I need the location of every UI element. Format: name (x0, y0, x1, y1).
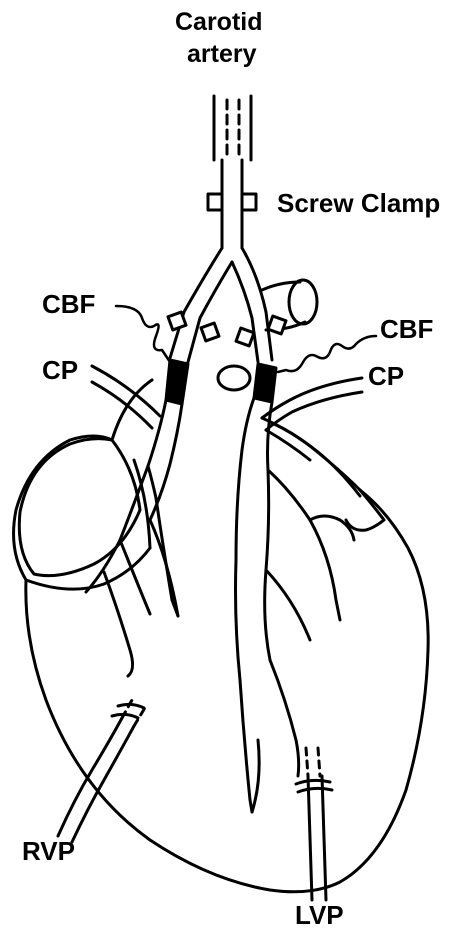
left-atrial-appendage (346, 490, 384, 530)
flow-probes (166, 360, 276, 404)
carotid-artery-label-line2: artery (187, 42, 257, 67)
rvp-catheter (58, 700, 146, 842)
cbf-left-label: CBF (42, 291, 95, 317)
left-coronary-artery (236, 398, 361, 812)
right-coronary-artery (86, 400, 182, 676)
screw-clamp (208, 194, 256, 210)
screw-clamp-label: Screw Clamp (277, 190, 440, 216)
cp-right-label: CP (368, 363, 404, 389)
rvp-label: RVP (22, 838, 75, 864)
cp-left-label: CP (42, 357, 78, 383)
carotid-artery-label-line1: Carotid (175, 10, 263, 35)
vessel-stub (218, 366, 250, 390)
lvp-label: LVP (295, 902, 344, 928)
lvp-catheter (296, 748, 332, 900)
heart-outline (14, 380, 429, 892)
y-branch (170, 248, 272, 362)
carotid-cannula (214, 96, 251, 160)
perfusion-line (222, 160, 242, 248)
cbf-right-label: CBF (380, 316, 433, 342)
